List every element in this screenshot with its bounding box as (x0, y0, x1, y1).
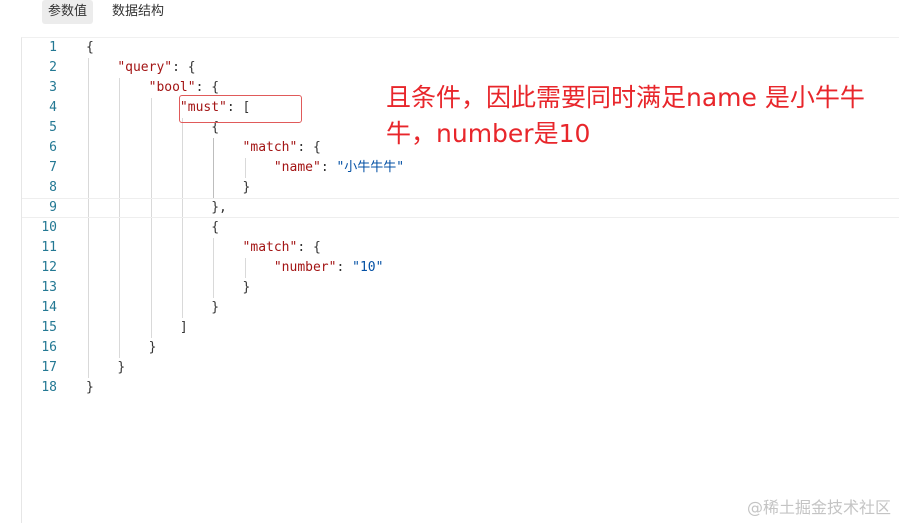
code-text: "number": "10" (86, 258, 384, 278)
json-key: "query" (117, 60, 173, 75)
json-punct: { (211, 120, 220, 135)
line-number: 13 (41, 280, 57, 295)
json-string: "小牛牛牛" (336, 160, 405, 175)
indent-guide (213, 238, 215, 298)
code-text: } (86, 178, 251, 198)
json-string: "10" (352, 260, 384, 275)
code-line[interactable]: 16 } (22, 338, 899, 358)
code-line[interactable]: 4 "must": [ (22, 98, 899, 118)
code-text: { (86, 218, 219, 238)
line-number: 15 (41, 320, 57, 335)
json-punct: ] (179, 320, 188, 335)
code-text: "match": { (86, 138, 321, 158)
code-text: "name": "小牛牛牛" (86, 158, 404, 178)
line-number: 10 (41, 220, 57, 235)
code-line[interactable]: 11 "match": { (22, 238, 899, 258)
line-number: 16 (41, 340, 57, 355)
code-text: "match": { (86, 238, 321, 258)
code-line[interactable]: 7 "name": "小牛牛牛" (22, 158, 899, 178)
indent-guide (244, 158, 246, 178)
json-punct: : { (195, 80, 220, 95)
line-number: 18 (41, 380, 57, 395)
code-text: { (86, 38, 94, 58)
json-punct: { (86, 40, 94, 55)
line-number: 6 (49, 140, 57, 155)
code-text: } (86, 358, 125, 378)
line-number: 5 (49, 120, 57, 135)
json-key: "bool" (148, 80, 196, 95)
code-text: "query": { (86, 58, 196, 78)
json-punct: : { (297, 240, 321, 255)
code-text: "must": [ (86, 98, 250, 118)
line-number: 8 (49, 180, 57, 195)
line-number: 2 (49, 60, 57, 75)
line-number: 14 (41, 300, 57, 315)
json-punct: : { (172, 60, 196, 75)
watermark: @稀土掘金技术社区 (746, 498, 891, 517)
line-number: 4 (49, 100, 57, 115)
code-text: { (86, 118, 219, 138)
line-number: 7 (49, 160, 57, 175)
json-punct: { (211, 220, 220, 235)
code-text: }, (86, 199, 227, 217)
indent-guide (119, 78, 121, 358)
json-punct: } (211, 300, 220, 315)
json-punct: } (242, 280, 251, 295)
code-line[interactable]: 18} (22, 378, 899, 398)
code-line[interactable]: 10 { (22, 218, 899, 238)
line-number: 12 (41, 260, 57, 275)
code-line[interactable]: 8 } (22, 178, 899, 198)
json-key: "match" (242, 140, 298, 155)
tab-data-structure[interactable]: 数据结构 (112, 4, 165, 19)
indent-guide (150, 98, 152, 338)
json-punct: }, (211, 200, 227, 215)
must-highlight-box (179, 95, 302, 123)
tab-parameter-value[interactable]: 参数值 (42, 0, 94, 24)
code-text: } (86, 278, 251, 298)
line-number: 3 (49, 80, 57, 95)
json-punct: : (336, 260, 353, 275)
json-key: "must" (179, 100, 227, 115)
json-punct: } (242, 180, 251, 195)
code-line[interactable]: 14 } (22, 298, 899, 318)
json-punct: } (86, 380, 94, 395)
line-number: 1 (49, 40, 57, 55)
annotation-note: 且条件，因此需要同时满足name 是小牛牛 牛，number是10 (386, 80, 886, 152)
indent-guide (88, 58, 89, 378)
code-line[interactable]: 3 "bool": { (22, 78, 899, 98)
code-line[interactable]: 5 { (22, 118, 899, 138)
code-line[interactable]: 2 "query": { (22, 58, 899, 78)
code-line[interactable]: 6 "match": { (22, 138, 899, 158)
code-line[interactable]: 13 } (22, 278, 899, 298)
code-text: } (86, 298, 219, 318)
line-number: 17 (41, 360, 57, 375)
json-key: "match" (242, 240, 298, 255)
json-punct: : { (297, 140, 321, 155)
line-number: 11 (41, 240, 57, 255)
indent-guide (181, 118, 183, 318)
code-line[interactable]: 9 }, (22, 198, 899, 218)
code-line[interactable]: 12 "number": "10" (22, 258, 899, 278)
json-punct: : [ (226, 100, 251, 115)
indent-guide (244, 258, 246, 278)
json-punct: } (148, 340, 157, 355)
json-code-editor[interactable]: 1{2 "query": {3 "bool": {4 "must": [5 {6… (21, 37, 899, 523)
annotation-line-2: 牛，number是10 (386, 119, 591, 148)
json-punct: } (117, 360, 126, 375)
json-punct: : (320, 160, 337, 175)
code-text: } (86, 378, 94, 398)
line-number: 9 (49, 200, 57, 215)
code-line[interactable]: 1{ (22, 38, 899, 58)
json-key: "number" (273, 260, 337, 275)
json-key: "name" (273, 160, 321, 175)
code-line[interactable]: 15 ] (22, 318, 899, 338)
annotation-line-1: 且条件，因此需要同时满足name 是小牛牛 (386, 83, 865, 112)
indent-guide (213, 138, 215, 198)
code-text: } (86, 338, 157, 358)
code-text: "bool": { (86, 78, 219, 98)
code-text: ] (86, 318, 188, 338)
code-line[interactable]: 17 } (22, 358, 899, 378)
tab-bar: 参数值 数据结构 (0, 0, 899, 28)
